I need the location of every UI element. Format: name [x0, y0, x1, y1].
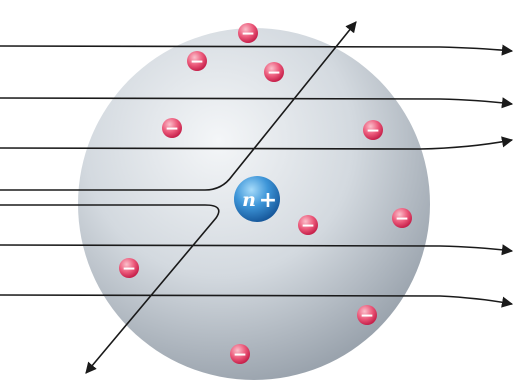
electron-sign: −: [241, 24, 255, 44]
electron: −: [230, 344, 250, 365]
nucleus: n +: [234, 176, 280, 222]
alpha-rays: [0, 21, 514, 374]
electron: −: [238, 23, 258, 44]
electron-sign: −: [301, 216, 315, 236]
ray-1: [0, 44, 514, 56]
electron: −: [357, 305, 377, 326]
electron-sign: −: [360, 306, 374, 326]
ray-3: [0, 136, 514, 150]
electron-sign: −: [366, 121, 380, 141]
electron: −: [264, 62, 284, 83]
electron: −: [162, 118, 182, 139]
ray-2: [0, 97, 514, 109]
electron-sign: −: [165, 119, 179, 139]
nucleus-label-plus: +: [259, 188, 277, 213]
ray-4-deflected: [0, 21, 357, 191]
electron: −: [119, 258, 139, 279]
electron: −: [363, 120, 383, 141]
ray-5-backscatter: [0, 204, 220, 374]
ray-6: [0, 244, 514, 256]
electron-sign: −: [122, 259, 136, 279]
electron-sign: −: [395, 209, 409, 229]
electron: −: [298, 215, 318, 236]
nucleus-label-n: n: [242, 189, 256, 211]
electron-sign: −: [267, 63, 281, 83]
electron-sign: −: [190, 52, 204, 72]
electron: −: [187, 51, 207, 72]
electron-sign: −: [233, 345, 247, 365]
electron: −: [392, 208, 412, 229]
electrons: − − − − − − − − − −: [119, 23, 412, 365]
ray-7: [0, 294, 514, 308]
